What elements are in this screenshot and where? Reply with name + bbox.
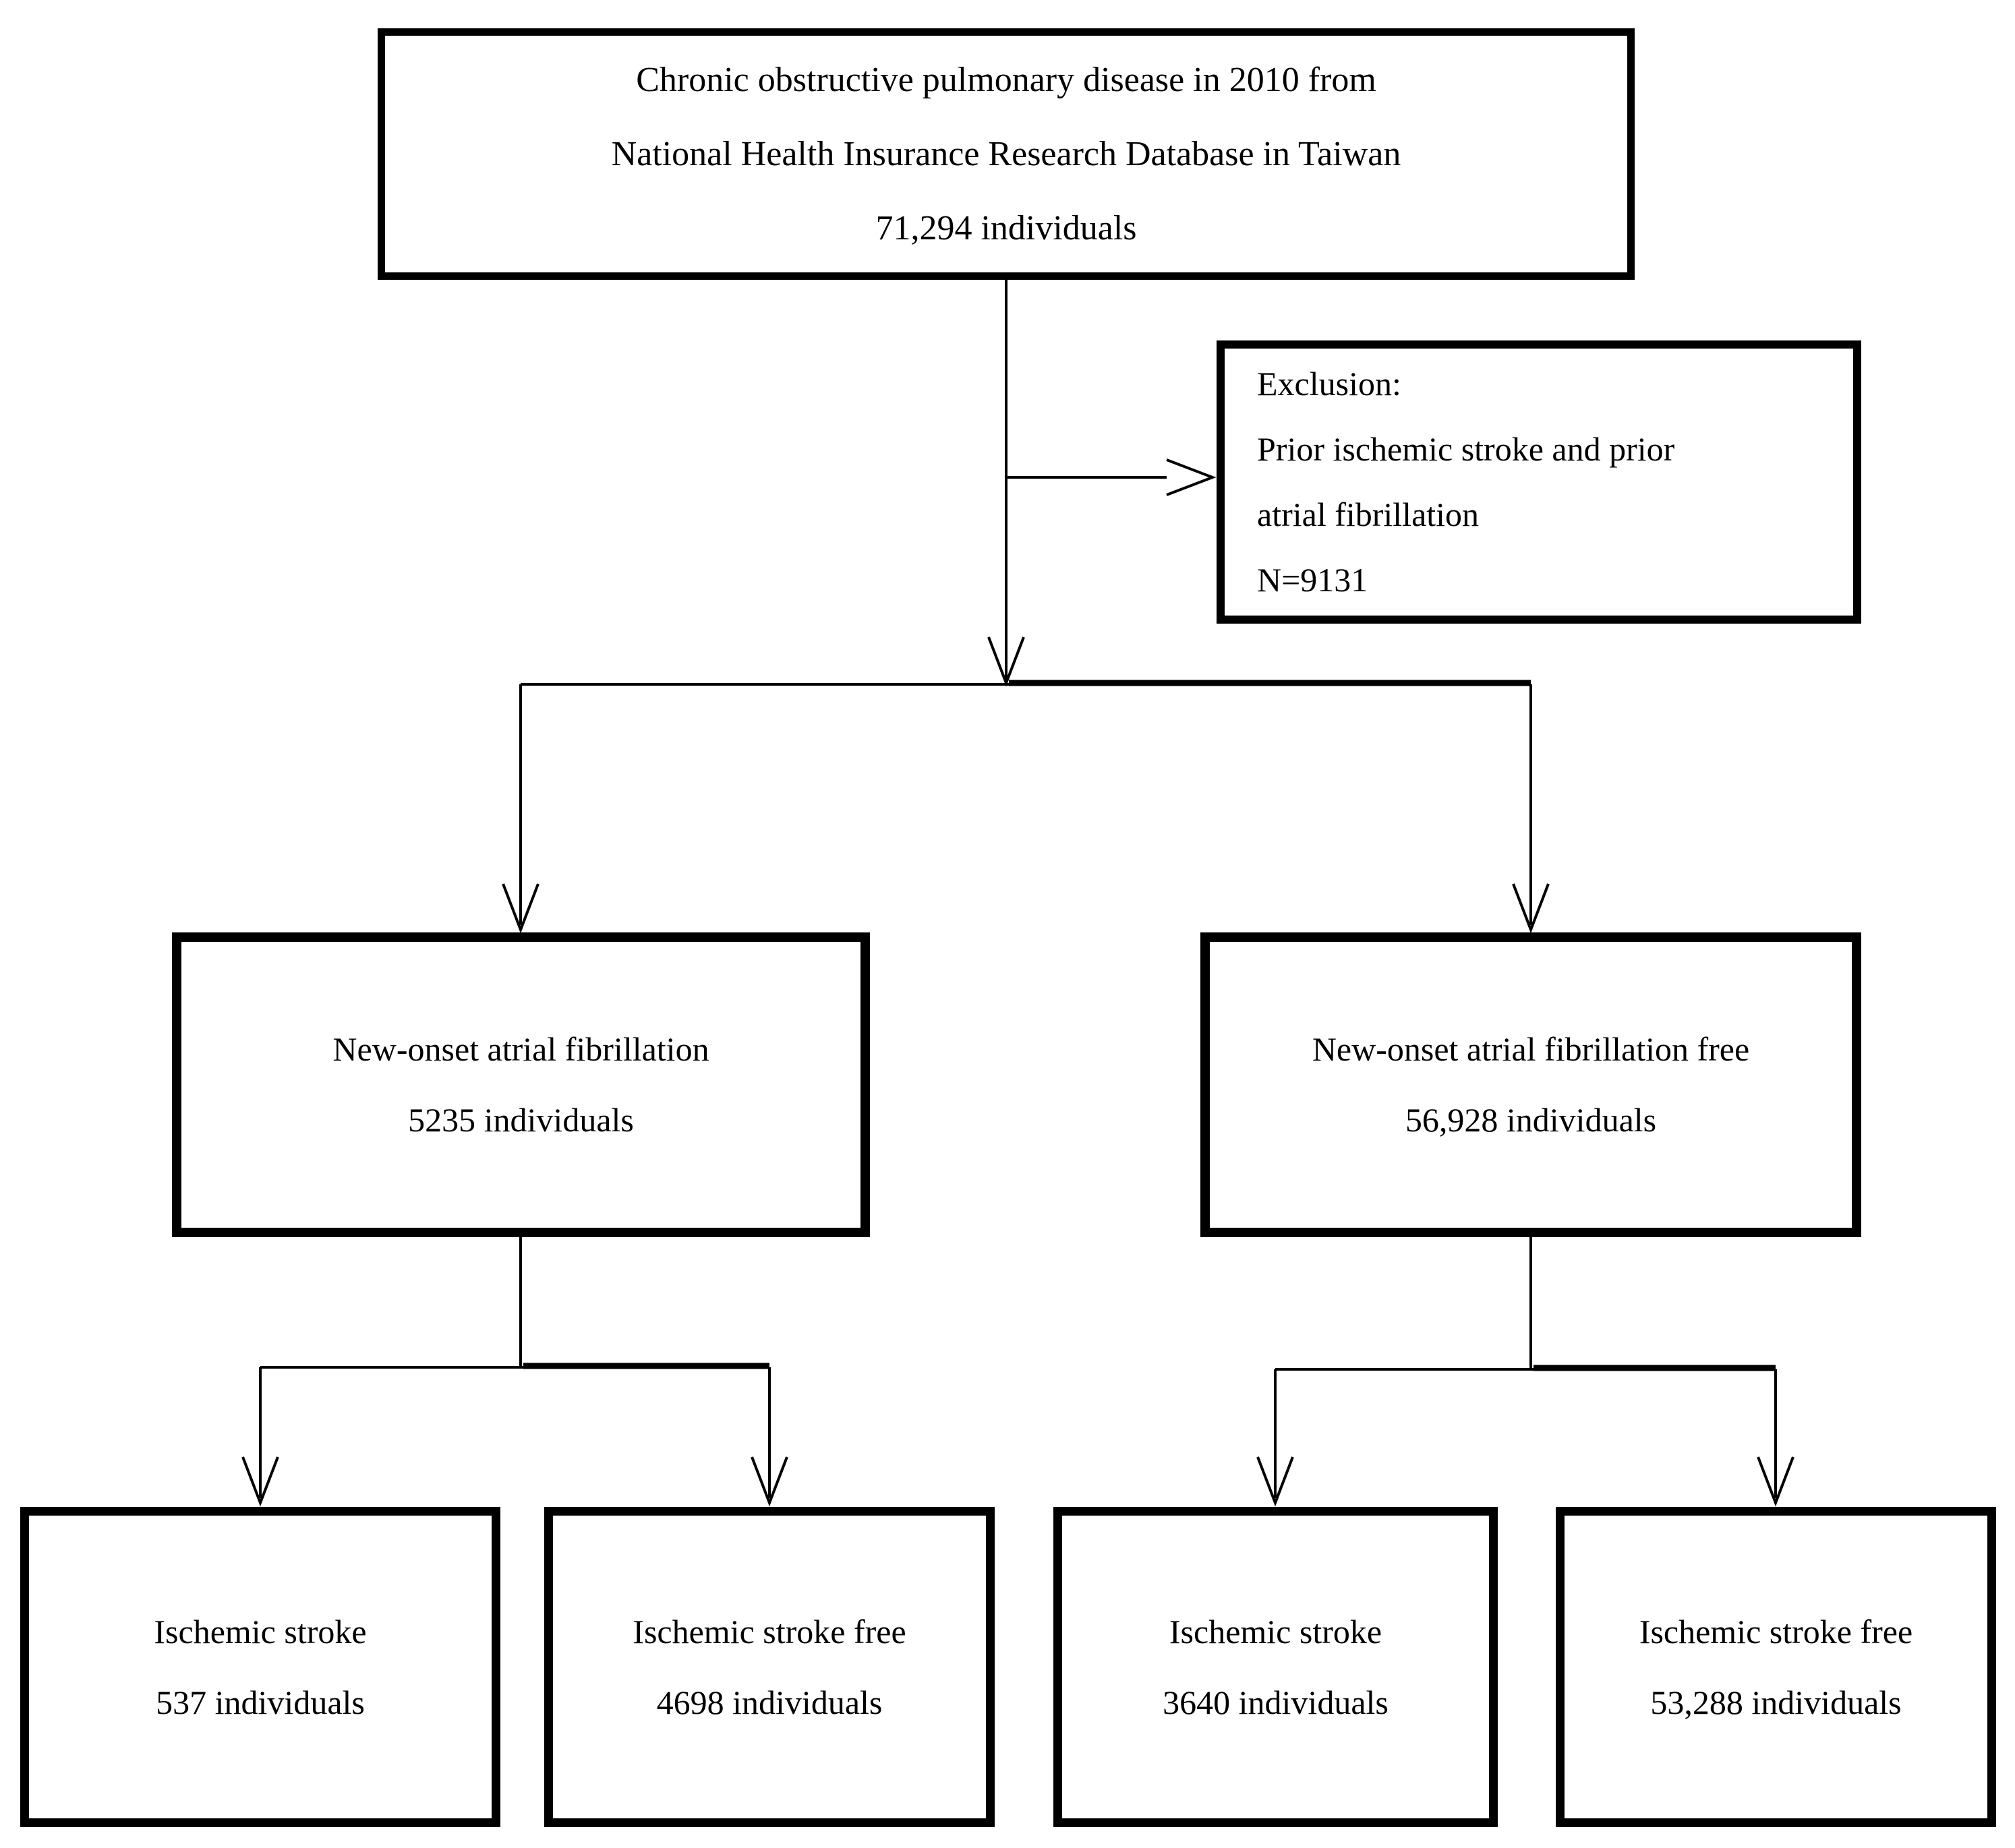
affree-ischemic-stroke-label: Ischemic stroke [1169,1612,1382,1650]
affree-ischemic-stroke-free-count: 53,288 individuals [1650,1683,1902,1721]
arrowhead-right-exclusion [1166,458,1217,496]
new-onset-af-label: New-onset atrial fibrillation [332,1030,709,1068]
exclusion-box-text-line: Prior ischemic stroke and prior [1257,430,1675,468]
source-box-text-line: National Health Insurance Research Datab… [611,134,1401,173]
af-ischemic-stroke-label: Ischemic stroke [154,1612,367,1650]
affree-ischemic-stroke-box: Ischemic stroke 3640 individuals [1053,1507,1498,1827]
new-onset-af-free-box: New-onset atrial fibrillation free 56,92… [1200,932,1861,1237]
exclusion-box-count: N=9131 [1257,561,1368,599]
arrowhead-down-af [502,883,539,934]
affree-ischemic-stroke-count: 3640 individuals [1163,1683,1389,1721]
af-ischemic-stroke-box: Ischemic stroke 537 individuals [20,1507,500,1827]
source-box-count: 71,294 individuals [875,208,1137,247]
af-ischemic-stroke-free-label: Ischemic stroke free [633,1612,906,1650]
arrowhead-down-af-stroke [241,1456,279,1507]
af-ischemic-stroke-free-count: 4698 individuals [656,1683,883,1721]
affree-ischemic-stroke-free-label: Ischemic stroke free [1639,1612,1913,1650]
af-ischemic-stroke-free-box: Ischemic stroke free 4698 individuals [544,1507,995,1827]
af-ischemic-stroke-count: 537 individuals [156,1683,365,1721]
new-onset-af-box: New-onset atrial fibrillation 5235 indiv… [172,932,870,1237]
arrowhead-down-affree-stroke-free [1757,1456,1794,1507]
new-onset-af-free-label: New-onset atrial fibrillation free [1312,1030,1750,1068]
exclusion-box: Exclusion: Prior ischemic stroke and pri… [1217,340,1861,624]
arrowhead-down-af-stroke-free [751,1456,788,1507]
new-onset-af-count: 5235 individuals [408,1101,634,1139]
affree-ischemic-stroke-free-box: Ischemic stroke free 53,288 individuals [1556,1507,1996,1827]
arrowhead-down-af-free [1512,883,1550,934]
source-box-text-line: Chronic obstructive pulmonary disease in… [636,60,1376,99]
new-onset-af-free-count: 56,928 individuals [1405,1101,1657,1139]
arrowhead-down-affree-stroke [1256,1456,1294,1507]
exclusion-box-text-line: atrial fibrillation [1257,496,1480,533]
source-population-box: Chronic obstructive pulmonary disease in… [378,28,1635,280]
exclusion-box-heading: Exclusion: [1257,365,1401,403]
